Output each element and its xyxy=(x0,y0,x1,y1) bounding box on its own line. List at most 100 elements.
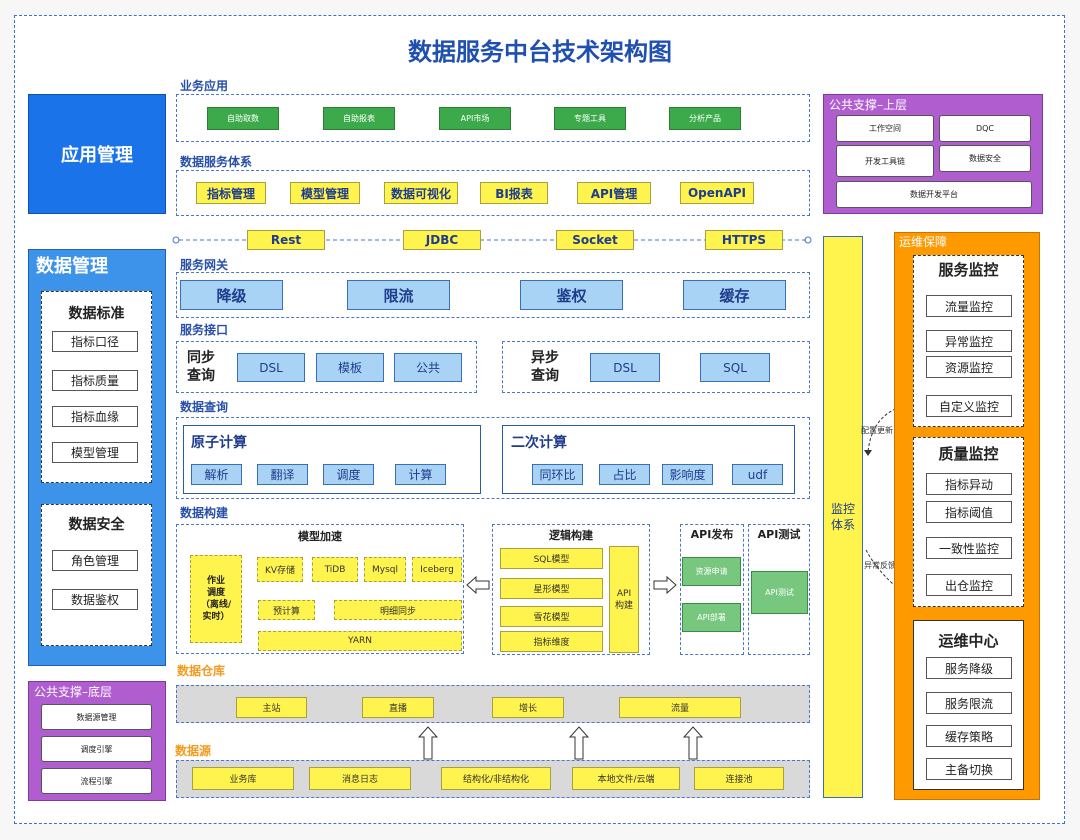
public-top-item[interactable]: 工作空间 xyxy=(836,115,934,142)
secondary-calc-item[interactable]: 占比 xyxy=(599,464,650,485)
protocol-item[interactable]: JDBC xyxy=(403,230,481,250)
api-publish-title: API发布 xyxy=(690,528,734,541)
engine-item[interactable]: KV存储 xyxy=(257,557,303,582)
engine-item[interactable]: Mysql xyxy=(364,557,406,582)
data-service-item[interactable]: API管理 xyxy=(577,182,651,204)
secondary-calc-item[interactable]: 影响度 xyxy=(662,464,713,485)
atomic-calc-item[interactable]: 计算 xyxy=(395,464,446,485)
public-top-item[interactable]: 数据安全 xyxy=(939,145,1031,172)
biz-app-label: 业务应用 xyxy=(180,79,229,93)
atomic-calc-item[interactable]: 调度 xyxy=(323,464,374,485)
public-top-item[interactable]: 开发工具链 xyxy=(836,145,934,177)
query-box xyxy=(176,417,810,499)
logic-build-item[interactable]: SQL模型 xyxy=(500,548,603,569)
data-service-item[interactable]: BI报表 xyxy=(480,182,548,204)
ops-center-item[interactable]: 服务降级 xyxy=(926,657,1012,679)
protocol-item[interactable]: HTTPS xyxy=(705,230,783,250)
warehouse-item[interactable]: 流量 xyxy=(619,697,741,718)
api-publish-item[interactable]: 资源申请 xyxy=(682,557,741,586)
service-monitor-item[interactable]: 异常监控 xyxy=(926,330,1012,352)
protocol-item[interactable]: Rest xyxy=(247,230,325,250)
sync-query-item[interactable]: 模板 xyxy=(316,353,384,382)
job-schedule-line: 作业 xyxy=(206,576,225,586)
async-query-item[interactable]: DSL xyxy=(590,353,660,382)
sync-query-title-2: 查询 xyxy=(187,368,215,384)
protocol-item[interactable]: Socket xyxy=(556,230,634,250)
model-accel-box xyxy=(176,524,464,654)
data-security-item[interactable]: 角色管理 xyxy=(52,550,138,571)
logic-build-item[interactable]: 星形模型 xyxy=(500,578,603,599)
api-publish-box xyxy=(680,524,744,655)
warehouse-item[interactable]: 增长 xyxy=(492,697,564,718)
api-test-item[interactable]: API测试 xyxy=(751,571,808,614)
source-item[interactable]: 业务库 xyxy=(192,767,294,790)
quality-monitor-item[interactable]: 出仓监控 xyxy=(926,574,1012,596)
engine-item[interactable]: Iceberg xyxy=(412,557,462,582)
sync-query-item[interactable]: DSL xyxy=(237,353,305,382)
service-monitor-item[interactable]: 自定义监控 xyxy=(926,395,1012,417)
sync-query-item[interactable]: 公共 xyxy=(394,353,462,382)
service-monitor-item[interactable]: 流量监控 xyxy=(926,295,1012,317)
gateway-item[interactable]: 降级 xyxy=(180,280,283,310)
secondary-calc-item[interactable]: udf xyxy=(732,464,783,485)
biz-app-item[interactable]: 自助报表 xyxy=(323,107,395,130)
secondary-calc-item[interactable]: 同环比 xyxy=(532,464,583,485)
api-publish-item[interactable]: API部署 xyxy=(682,603,741,632)
atomic-calc-title: 原子计算 xyxy=(191,435,247,451)
quality-monitor-item[interactable]: 一致性监控 xyxy=(926,537,1012,559)
atomic-calc-item[interactable]: 翻译 xyxy=(257,464,308,485)
ops-center-item[interactable]: 主备切换 xyxy=(926,758,1012,780)
data-standard-item[interactable]: 模型管理 xyxy=(52,442,138,463)
gateway-item[interactable]: 缓存 xyxy=(683,280,786,310)
detail-sync-item[interactable]: 明细同步 xyxy=(334,600,462,620)
job-schedule-box[interactable]: 作业 调度 （离线/ 实时） xyxy=(190,555,242,643)
data-security-item[interactable]: 数据鉴权 xyxy=(52,589,138,610)
ops-center-title: 运维中心 xyxy=(938,632,999,650)
source-item[interactable]: 本地文件/云端 xyxy=(572,767,680,790)
warehouse-item[interactable]: 直播 xyxy=(362,697,434,718)
sync-query-box xyxy=(176,341,477,393)
warehouse-item[interactable]: 主站 xyxy=(236,697,307,718)
data-service-item[interactable]: 模型管理 xyxy=(290,182,360,204)
source-item[interactable]: 连接池 xyxy=(694,767,784,790)
engine-item[interactable]: TiDB xyxy=(312,557,358,582)
data-service-item[interactable]: OpenAPI xyxy=(680,182,754,204)
api-build-line: API xyxy=(616,588,632,599)
source-item[interactable]: 消息日志 xyxy=(309,767,411,790)
quality-monitor-item[interactable]: 指标异动 xyxy=(926,473,1012,495)
service-monitor-item[interactable]: 资源监控 xyxy=(926,356,1012,378)
gateway-item[interactable]: 鉴权 xyxy=(520,280,623,310)
data-standard-item[interactable]: 指标血缘 xyxy=(52,406,138,427)
api-build-box[interactable]: API 构建 xyxy=(609,546,639,653)
biz-app-item[interactable]: API市场 xyxy=(439,107,511,130)
gateway-item[interactable]: 限流 xyxy=(347,280,450,310)
quality-monitor-item[interactable]: 指标阈值 xyxy=(926,501,1012,523)
config-update-label: 配置更新 xyxy=(861,426,893,435)
public-bottom-item[interactable]: 流程引擎 xyxy=(41,768,152,794)
biz-app-item[interactable]: 分析产品 xyxy=(669,107,741,130)
data-standard-item[interactable]: 指标质量 xyxy=(52,370,138,391)
api-test-title: API测试 xyxy=(757,528,801,541)
atomic-calc-item[interactable]: 解析 xyxy=(191,464,242,485)
source-item[interactable]: 结构化/非结构化 xyxy=(441,767,551,790)
job-schedule-line: （离线/ xyxy=(200,600,232,610)
public-bottom-item[interactable]: 调度引擎 xyxy=(41,736,152,762)
ops-center-item[interactable]: 缓存策略 xyxy=(926,725,1012,747)
secondary-calc-title: 二次计算 xyxy=(511,435,567,451)
biz-app-item[interactable]: 专题工具 xyxy=(554,107,626,130)
async-query-title: 异步 查询 xyxy=(531,349,559,385)
async-query-item[interactable]: SQL xyxy=(700,353,770,382)
ops-center-item[interactable]: 服务限流 xyxy=(926,692,1012,714)
logic-build-item[interactable]: 指标维度 xyxy=(500,631,603,652)
yarn-item[interactable]: YARN xyxy=(258,631,462,651)
logic-build-item[interactable]: 雪花模型 xyxy=(500,606,603,627)
public-top-item[interactable]: 数据开发平台 xyxy=(836,181,1032,208)
public-top-item[interactable]: DQC xyxy=(939,115,1031,142)
biz-app-item[interactable]: 自助取数 xyxy=(207,107,279,130)
data-service-item[interactable]: 数据可视化 xyxy=(384,182,458,204)
public-bottom-item[interactable]: 数据源管理 xyxy=(41,704,152,730)
monitor-system-bar[interactable]: 监控 体系 xyxy=(823,236,863,798)
data-standard-item[interactable]: 指标口径 xyxy=(52,331,138,352)
precalc-item[interactable]: 预计算 xyxy=(258,600,315,620)
data-service-item[interactable]: 指标管理 xyxy=(196,182,266,204)
